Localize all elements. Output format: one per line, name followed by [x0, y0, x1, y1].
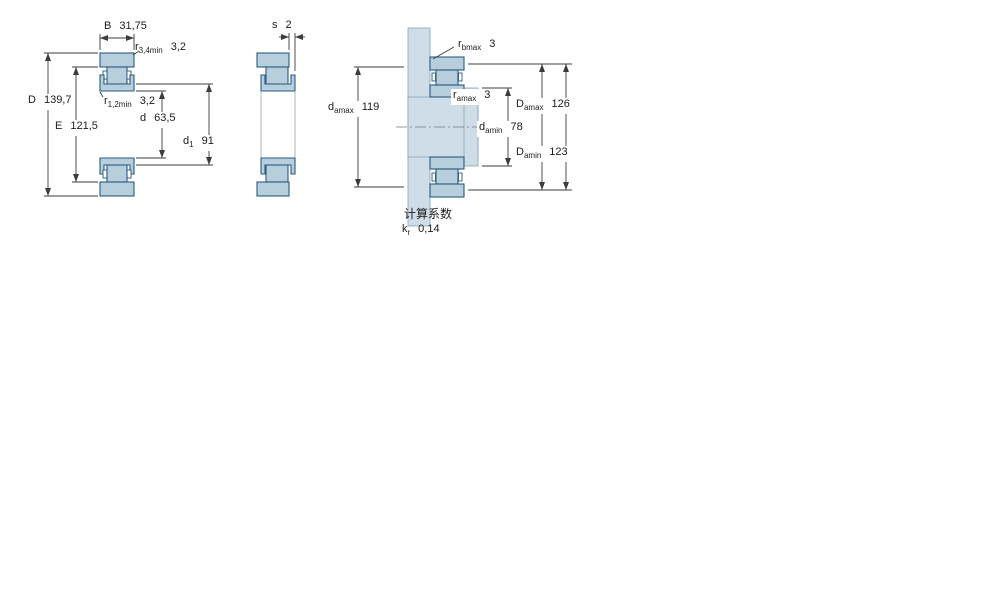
cage-top-right: [458, 72, 463, 82]
outer-ring-bottom: [99, 181, 135, 197]
dim-symbol: d: [328, 101, 335, 113]
outer-ring-top: [256, 52, 290, 68]
cage-top-left: [431, 72, 436, 82]
dim-symbol: d: [140, 112, 147, 124]
dim-symbol: D: [516, 146, 524, 158]
dim-label-D: D 139,7: [26, 94, 74, 111]
roller-top: [265, 66, 289, 85]
dim-symbol: r: [104, 95, 108, 107]
dim-symbol: D: [516, 98, 524, 110]
dim-lines-Damax-Damin: [468, 63, 572, 191]
dim-value: 139,7: [43, 94, 72, 106]
cage-bottom-right: [126, 169, 132, 179]
roller-bottom: [435, 168, 459, 185]
dim-symbol: s: [272, 19, 278, 31]
inner-ring-bottom: [429, 156, 465, 170]
dim-label-B: B 31,75: [104, 20, 147, 36]
inner-ring-bottom: [99, 157, 135, 175]
right-view-drawing: [354, 27, 572, 227]
dim-value: 3: [484, 89, 491, 101]
dim-value: 121,5: [70, 120, 98, 132]
leader-r34: [132, 50, 140, 56]
cage-bottom-left: [431, 172, 436, 182]
dim-symbol: r: [135, 41, 139, 53]
dim-symbol: r: [453, 89, 457, 101]
inner-ring-top: [260, 74, 296, 92]
dim-symbol: d: [183, 135, 190, 147]
dim-symbol: B: [104, 20, 112, 32]
dim-value: 63,5: [154, 112, 176, 124]
dim-value: 3,2: [170, 41, 186, 53]
dim-value: 123: [549, 146, 568, 158]
calculation-factors-title: 计算系数: [404, 207, 453, 221]
inner-ring-bottom: [260, 157, 296, 175]
dim-symbol: D: [28, 94, 36, 106]
left-view-drawing: [44, 34, 213, 197]
dim-symbol: k: [402, 223, 408, 235]
dim-symbol: E: [55, 120, 63, 132]
dim-value: 126: [551, 98, 570, 110]
dim-value: 91: [201, 135, 214, 147]
outer-ring-top: [429, 56, 465, 71]
dim-value: 31,75: [119, 20, 147, 32]
dim-lines-d1: [136, 83, 213, 166]
dim-value: 119: [361, 101, 380, 113]
dim-lines-D: [44, 52, 98, 197]
dim-value: 3,2: [139, 95, 155, 107]
dim-value: 78: [510, 121, 523, 133]
dim-label-E: E 121,5: [53, 120, 100, 137]
dim-lines-damax: [354, 66, 404, 188]
dim-value: 0,14: [418, 223, 440, 235]
outer-ring-bottom: [256, 181, 290, 197]
dim-value: 3: [489, 38, 496, 50]
leader-r12: [99, 91, 104, 98]
roller-top: [435, 69, 459, 86]
outer-ring-top: [99, 52, 135, 68]
dim-symbol: d: [479, 121, 486, 133]
dim-lines-s: [279, 33, 305, 71]
leader-rb: [432, 46, 455, 60]
roller-bottom: [106, 164, 128, 183]
dim-label-d: d 63,5: [138, 112, 178, 129]
middle-view-drawing: [256, 33, 305, 197]
cage-bottom-left: [102, 169, 108, 179]
dim-symbol: r: [458, 38, 462, 50]
roller-bottom: [265, 164, 289, 183]
inner-ring-top: [99, 74, 135, 92]
dim-value: 2: [285, 19, 292, 31]
dim-lines-B: [99, 34, 135, 50]
roller-top: [106, 66, 128, 85]
outer-ring-bottom: [429, 183, 465, 198]
cage-bottom-right: [458, 172, 463, 182]
